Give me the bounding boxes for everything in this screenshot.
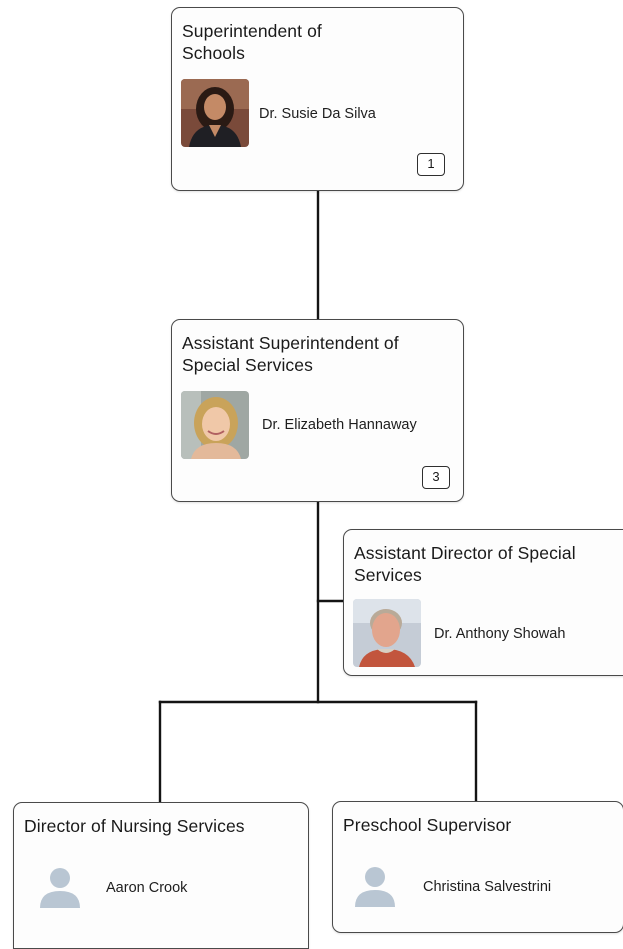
user-placeholder-icon [352, 863, 398, 909]
person-name: Dr. Elizabeth Hannaway [262, 417, 417, 433]
reports-count-badge[interactable]: 3 [422, 466, 450, 489]
node-nursing-director[interactable]: Director of Nursing Services Aaron Crook [13, 802, 309, 949]
node-title: Director of Nursing Services [24, 816, 245, 836]
node-superintendent[interactable]: Superintendent of Schools Dr. Susie Da S… [171, 7, 464, 191]
node-title: Assistant Director of Special Services [354, 543, 576, 585]
person-photo-icon [353, 599, 421, 667]
node-title: Preschool Supervisor [343, 815, 512, 835]
node-assistant-director[interactable]: Assistant Director of Special Services D… [343, 529, 623, 676]
node-assistant-superintendent[interactable]: Assistant Superintendent of Special Serv… [171, 319, 464, 502]
node-preschool-supervisor[interactable]: Preschool Supervisor Christina Salvestri… [332, 801, 623, 933]
person-name: Aaron Crook [106, 880, 188, 896]
node-title: Superintendent of Schools [182, 21, 322, 63]
person-photo-icon [181, 391, 249, 459]
person-name: Dr. Anthony Showah [434, 626, 566, 642]
node-title: Assistant Superintendent of Special Serv… [182, 333, 399, 375]
person-photo-icon [181, 79, 249, 147]
person-name: Christina Salvestrini [423, 879, 552, 895]
person-name: Dr. Susie Da Silva [259, 106, 376, 122]
user-placeholder-icon [37, 864, 83, 910]
reports-count-badge[interactable]: 1 [417, 153, 445, 176]
